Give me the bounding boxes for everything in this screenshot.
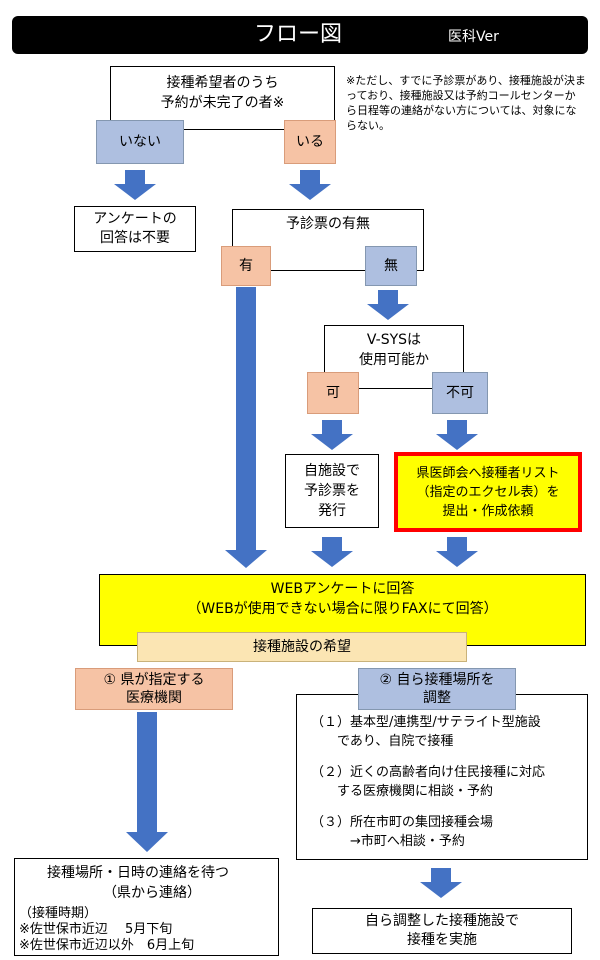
arrow-no (114, 170, 156, 200)
arrow-ari (225, 287, 267, 568)
final-box: 自ら調整した接種施設で 接種を実施 (312, 908, 572, 954)
arrow-ka (311, 420, 353, 450)
footnote: ※ただし、すでに予診票があり、接種施設が決まっており、接種施設又は予約コールセン… (346, 74, 586, 132)
arrow-request (436, 537, 478, 567)
request-text: 県医師会へ接種者リスト （指定のエクセル表）を 提出・作成依頼 (416, 465, 560, 519)
final-text: 自ら調整した接種施設で 接種を実施 (365, 913, 519, 948)
facility-wish-box: 接種施設の希望 (137, 632, 467, 662)
option-item-3: （３）所在市町の集団接種会場 →市町へ相談・予約 (311, 815, 494, 849)
option1-text: ① 県が指定する 医療機関 (103, 672, 205, 706)
start-text: 接種希望者のうち 予約が未完了の者※ (160, 75, 285, 111)
arrow-fuka (436, 420, 478, 450)
ka-label: 可 (326, 385, 340, 401)
request-box: 県医師会へ接種者リスト （指定のエクセル表）を 提出・作成依頼 (394, 452, 582, 532)
page-title: フロー図 (254, 22, 343, 47)
arrow-nashi (367, 290, 409, 320)
period-1: ※佐世保市近辺 5月下旬 (19, 922, 173, 937)
arrow-yes (289, 170, 331, 200)
nashi-label: 無 (384, 258, 398, 274)
web-answer-text: WEBアンケートに回答 （WEBが使用できない場合に限りFAXにて回答） (187, 581, 498, 617)
arrow-opt2 (420, 868, 462, 898)
ka-box: 可 (307, 372, 359, 414)
ari-box: 有 (221, 246, 271, 286)
arrow-self-issue (311, 537, 353, 567)
option1-box: ① 県が指定する 医療機関 (75, 668, 233, 710)
title-bar: フロー図 医科Ver (12, 16, 588, 54)
facility-wish-text: 接種施設の希望 (253, 639, 351, 655)
self-issue-box: 自施設で 予診票を 発行 (285, 454, 379, 528)
option2-box: ② 自ら接種場所を 調整 (358, 668, 516, 710)
yes-box: いる (284, 120, 336, 164)
period-label: （接種時期） (19, 906, 98, 921)
option-item-2: （２）近くの高齢者向け住民接種に対応 する医療機関に相談・予約 (311, 765, 546, 799)
fuka-label: 不可 (446, 385, 474, 401)
period-2: ※佐世保市近辺以外 6月上旬 (19, 938, 195, 953)
options-list: （１）基本型/連携型/サテライト型施設 であり、自院で接種 （２）近くの高齢者向… (296, 694, 588, 860)
arrow-opt1 (126, 712, 168, 852)
self-issue-text: 自施設で 予診票を 発行 (304, 463, 360, 519)
option2-text: ② 自ら接種場所を 調整 (379, 672, 495, 706)
yes-label: いる (296, 134, 324, 150)
form-presence-text: 予診票の有無 (286, 216, 370, 232)
page-subtitle: 医科Ver (448, 29, 499, 45)
no-label: いない (119, 134, 161, 150)
nashi-box: 無 (365, 246, 417, 286)
option-item-1: （１）基本型/連携型/サテライト型施設 であり、自院で接種 (311, 715, 541, 749)
wait-line-2: （県から連絡） (103, 885, 201, 901)
vsys-text: V-SYSは 使用可能か (359, 332, 429, 368)
ari-label: 有 (239, 258, 253, 274)
start-box: 接種希望者のうち 予約が未完了の者※ (110, 66, 335, 130)
no-answer-needed-box: アンケートの 回答は不要 (74, 206, 196, 252)
wait-line-1: 接種場所・日時の連絡を待つ (47, 865, 229, 881)
no-box: いない (96, 120, 184, 164)
no-answer-needed-text: アンケートの 回答は不要 (93, 211, 177, 246)
wait-contact-box: 接種場所・日時の連絡を待つ （県から連絡） （接種時期） ※佐世保市近辺 5月下… (14, 858, 279, 956)
fuka-box: 不可 (432, 372, 488, 414)
